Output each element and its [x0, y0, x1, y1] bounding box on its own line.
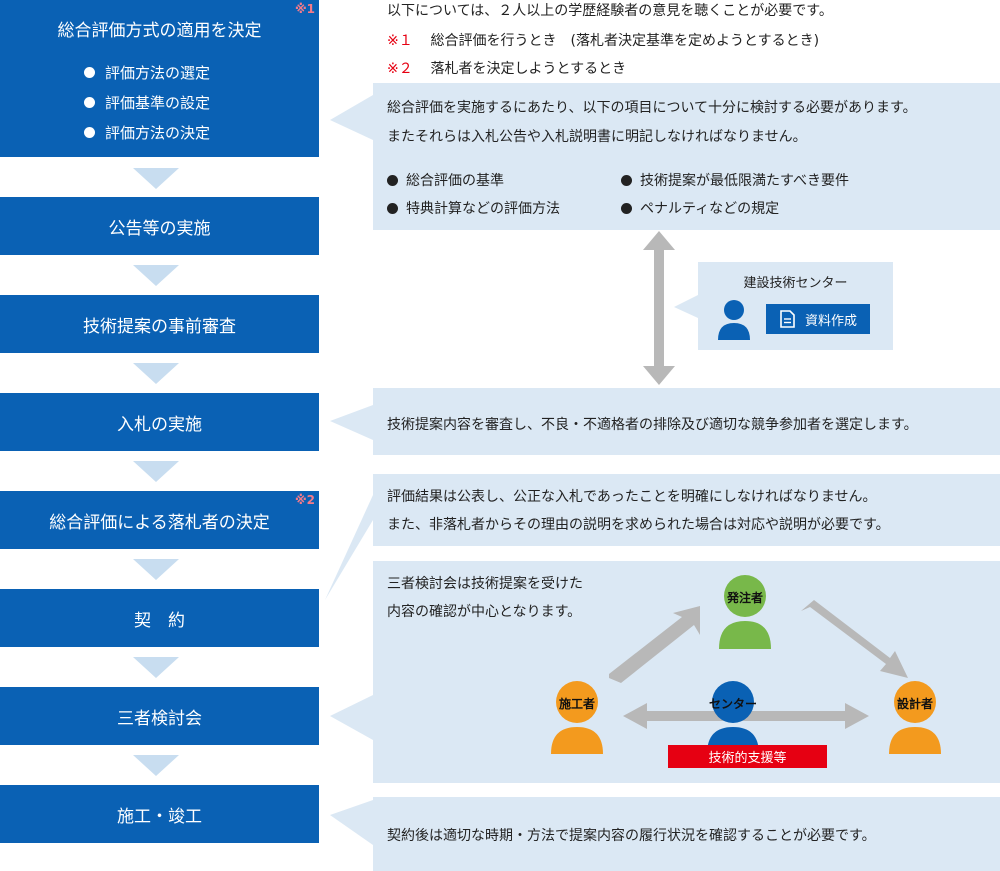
panel-results: 評価結果は公表し、公正な入札であったことを明確にしなければなりません。 また、非… — [373, 474, 1000, 546]
document-icon — [780, 310, 795, 328]
bullet-item: 評価基準の設定 — [84, 88, 210, 118]
bullet-item: 技術提案が最低限満たすべき要件 — [621, 170, 849, 190]
step-pre-screening: 技術提案の事前審査 — [0, 295, 319, 353]
step-construction-completion: 施工・竣工 — [0, 785, 319, 843]
note-2: ※２ 落札者を決定しようとするとき — [387, 58, 626, 78]
double-arrow-left-diagonal — [609, 606, 700, 683]
orderer-label: 発注者 — [726, 591, 763, 605]
notes-intro: 以下については、２人以上の学歴経験者の意見を聴くことが必要です。 — [387, 3, 833, 19]
double-arrow-right-diagonal — [801, 600, 908, 678]
panel-text: また、非落札者からその理由の説明を求められた場合は対応や説明が必要です。 — [387, 517, 890, 533]
step-tripartite-meeting: 三者検討会 — [0, 687, 319, 745]
person-icon — [718, 300, 750, 340]
panel-screening: 技術提案内容を審査し、不良・不適格者の排除及び適切な競争参加者を選定します。 — [373, 388, 1000, 455]
step-public-notice: 公告等の実施 — [0, 197, 319, 255]
center-label: センター — [708, 697, 757, 711]
callout-pointer — [330, 800, 373, 845]
flow-arrow — [133, 168, 179, 189]
step-select-winner: ※2 総合評価による落札者の決定 — [0, 491, 319, 549]
contractor-label: 施工者 — [558, 697, 595, 711]
callout-pointer — [330, 95, 373, 140]
flow-arrow — [133, 657, 179, 678]
technical-support-badge: 技術的支援等 — [668, 745, 827, 768]
panel-evaluation-criteria: 総合評価を実施するにあたり、以下の項目について十分に検討する必要があります。 ま… — [373, 83, 1000, 230]
callout-pointer — [674, 295, 698, 318]
step-contract: 契 約 — [0, 589, 319, 647]
callout-pointer — [330, 695, 373, 740]
flow-arrow — [133, 461, 179, 482]
step-bidding: 入札の実施 — [0, 393, 319, 451]
note-1: ※１ 総合評価を行うとき (落札者決定基準を定めようとするとき) — [387, 30, 819, 50]
note-1-text: 総合評価を行うとき (落札者決定基準を定めようとするとき) — [430, 33, 820, 49]
step-title: 総合評価方式の適用を決定 — [57, 21, 262, 41]
double-arrow-vertical — [643, 231, 675, 385]
document-creation-label: 資料作成 — [804, 313, 857, 329]
flow-arrow — [133, 265, 179, 286]
step-decide-comprehensive: ※1 総合評価方式の適用を決定 評価方法の選定 評価基準の設定 評価方法の決定 — [0, 0, 319, 157]
designer-person-icon — [889, 681, 941, 754]
note-mark-2: ※2 — [294, 493, 315, 507]
step-label: 公告等の実施 — [108, 218, 211, 239]
panel-text: 評価結果は公表し、公正な入札であったことを明確にしなければなりません。 — [387, 489, 877, 505]
panel-implementation-check: 契約後は適切な時期・方法で提案内容の履行状況を確認することが必要です。 — [373, 797, 1000, 871]
step-label: 総合評価による落札者の決定 — [49, 512, 270, 533]
panel-text: 総合評価を実施するにあたり、以下の項目について十分に検討する必要があります。 — [387, 100, 917, 116]
flow-arrow — [133, 363, 179, 384]
callout-pointer — [325, 495, 373, 600]
bullet-item: 総合評価の基準 — [387, 170, 504, 190]
panel-text: 技術提案内容を審査し、不良・不適格者の排除及び適切な競争参加者を選定します。 — [387, 417, 918, 433]
note-mark-1: ※1 — [294, 2, 315, 16]
flow-arrow — [133, 559, 179, 580]
designer-label: 設計者 — [896, 697, 933, 711]
bullet-item: 評価方法の選定 — [84, 58, 210, 88]
panel-text: またそれらは入札公告や入札説明書に明記しなければなりません。 — [387, 129, 807, 145]
step-label: 契 約 — [134, 610, 185, 631]
step-bullet-list: 評価方法の選定 評価基準の設定 評価方法の決定 — [84, 58, 210, 148]
step-label: 施工・竣工 — [117, 806, 202, 827]
bullet-item: ペナルティなどの規定 — [621, 198, 779, 218]
panel-tripartite: 三者検討会は技術提案を受けた 内容の確認が中心となります。 — [373, 561, 1000, 783]
callout-pointer — [330, 405, 373, 440]
note-2-mark: ※２ — [387, 61, 413, 77]
tripartite-diagram — [551, 575, 941, 754]
bullet-item: 特典計算などの評価方法 — [387, 198, 560, 218]
document-creation-badge: 資料作成 — [766, 304, 870, 334]
note-2-text: 落札者を決定しようとするとき — [430, 61, 627, 77]
step-label: 三者検討会 — [117, 708, 202, 729]
panel-text: 内容の確認が中心となります。 — [387, 604, 582, 620]
note-1-mark: ※１ — [387, 33, 413, 49]
orderer-person-icon — [719, 575, 771, 649]
contractor-person-icon — [551, 681, 603, 754]
step-label: 技術提案の事前審査 — [83, 316, 236, 337]
center-title: 建設技術センター — [743, 276, 848, 291]
construction-tech-center-box: 建設技術センター 資料作成 — [698, 262, 893, 350]
flow-arrow — [133, 755, 179, 776]
bullet-item: 評価方法の決定 — [84, 118, 210, 148]
panel-text: 三者検討会は技術提案を受けた — [387, 576, 583, 592]
step-label: 入札の実施 — [117, 414, 202, 435]
panel-text: 契約後は適切な時期・方法で提案内容の履行状況を確認することが必要です。 — [387, 828, 876, 844]
